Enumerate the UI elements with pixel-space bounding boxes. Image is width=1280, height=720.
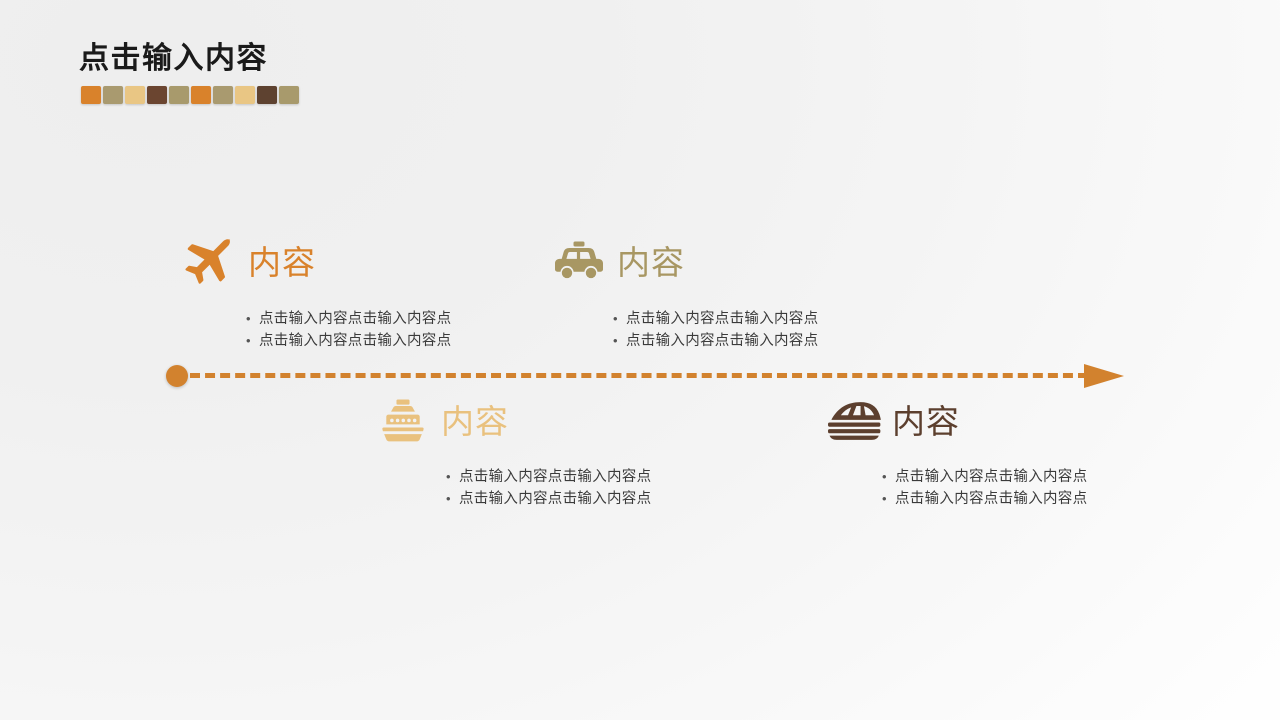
color-swatch-10 [279,86,299,104]
list-item-text: 点击输入内容点击输入内容点 [895,469,1088,485]
list-item: • 点击输入内容点击输入内容点 [613,330,818,352]
timeline-item-plane-heading: 内容 [248,243,316,281]
timeline-item-train[interactable]: 内容 • 点击输入内容点击输入内容点 • 点击输入内容点击输入内容点 [826,396,1087,511]
color-swatch-5 [169,86,189,104]
bullet-marker-icon: • [246,311,251,326]
timeline-item-train-bullets: • 点击输入内容点击输入内容点 • 点击输入内容点击输入内容点 [882,466,1087,511]
timeline-item-taxi-heading: 内容 [617,243,685,281]
timeline-arrowhead-icon [1084,364,1124,388]
timeline-item-train-header: 内容 [826,396,1087,446]
timeline-axis [166,364,1124,388]
bullet-marker-icon: • [613,311,618,326]
bullet-marker-icon: • [882,491,887,507]
color-swatch-9 [257,86,277,104]
timeline-item-train-heading: 内容 [892,402,960,440]
color-swatch-8 [235,86,255,104]
ship-icon [375,396,431,446]
timeline-item-plane[interactable]: 内容 • 点击输入内容点击输入内容点 • 点击输入内容点击输入内容点 [182,237,451,353]
list-item: • 点击输入内容点击输入内容点 [882,488,1087,510]
list-item-text: 点击输入内容点击输入内容点 [259,333,452,350]
timeline-item-taxi-header: 内容 [551,237,818,287]
list-item: • 点击输入内容点击输入内容点 [882,466,1087,488]
list-item: • 点击输入内容点击输入内容点 [446,488,651,510]
timeline-item-ship-header: 内容 [375,396,651,446]
color-swatch-4 [147,86,167,104]
bullet-marker-icon: • [613,333,618,349]
timeline-start-dot [166,365,188,387]
bullet-marker-icon: • [246,333,251,349]
list-item-text: 点击输入内容点击输入内容点 [259,311,452,327]
list-item: • 点击输入内容点击输入内容点 [446,466,651,488]
bullet-marker-icon: • [446,469,451,484]
timeline-dashed-line [190,373,1088,378]
color-swatch-2 [103,86,123,104]
list-item-text: 点击输入内容点击输入内容点 [459,491,652,508]
timeline-item-ship-heading: 内容 [441,402,509,440]
bullet-marker-icon: • [446,491,451,507]
timeline-item-ship-bullets: • 点击输入内容点击输入内容点 • 点击输入内容点击输入内容点 [446,466,651,511]
taxi-car-icon [551,237,607,287]
color-swatch-3 [125,86,145,104]
timeline-item-taxi-bullets: • 点击输入内容点击输入内容点 • 点击输入内容点击输入内容点 [613,308,818,353]
list-item-text: 点击输入内容点击输入内容点 [626,333,819,350]
color-swatch-6 [191,86,211,104]
airplane-icon [182,237,238,287]
list-item-text: 点击输入内容点击输入内容点 [895,491,1088,508]
page-title: 点击输入内容 [79,42,268,75]
list-item: • 点击输入内容点击输入内容点 [613,308,818,330]
timeline-item-plane-header: 内容 [182,237,451,287]
title-block: 点击输入内容 [79,42,299,104]
high-speed-train-icon [826,396,882,446]
list-item: • 点击输入内容点击输入内容点 [246,330,451,352]
bullet-marker-icon: • [882,469,887,484]
color-swatch-7 [213,86,233,104]
timeline-item-taxi[interactable]: 内容 • 点击输入内容点击输入内容点 • 点击输入内容点击输入内容点 [551,237,818,353]
list-item: • 点击输入内容点击输入内容点 [246,308,451,330]
color-swatch-1 [81,86,101,104]
timeline-item-ship[interactable]: 内容 • 点击输入内容点击输入内容点 • 点击输入内容点击输入内容点 [375,396,651,511]
list-item-text: 点击输入内容点击输入内容点 [626,311,819,327]
timeline-item-plane-bullets: • 点击输入内容点击输入内容点 • 点击输入内容点击输入内容点 [246,308,451,353]
accent-swatch-row [81,86,299,104]
list-item-text: 点击输入内容点击输入内容点 [459,469,652,485]
